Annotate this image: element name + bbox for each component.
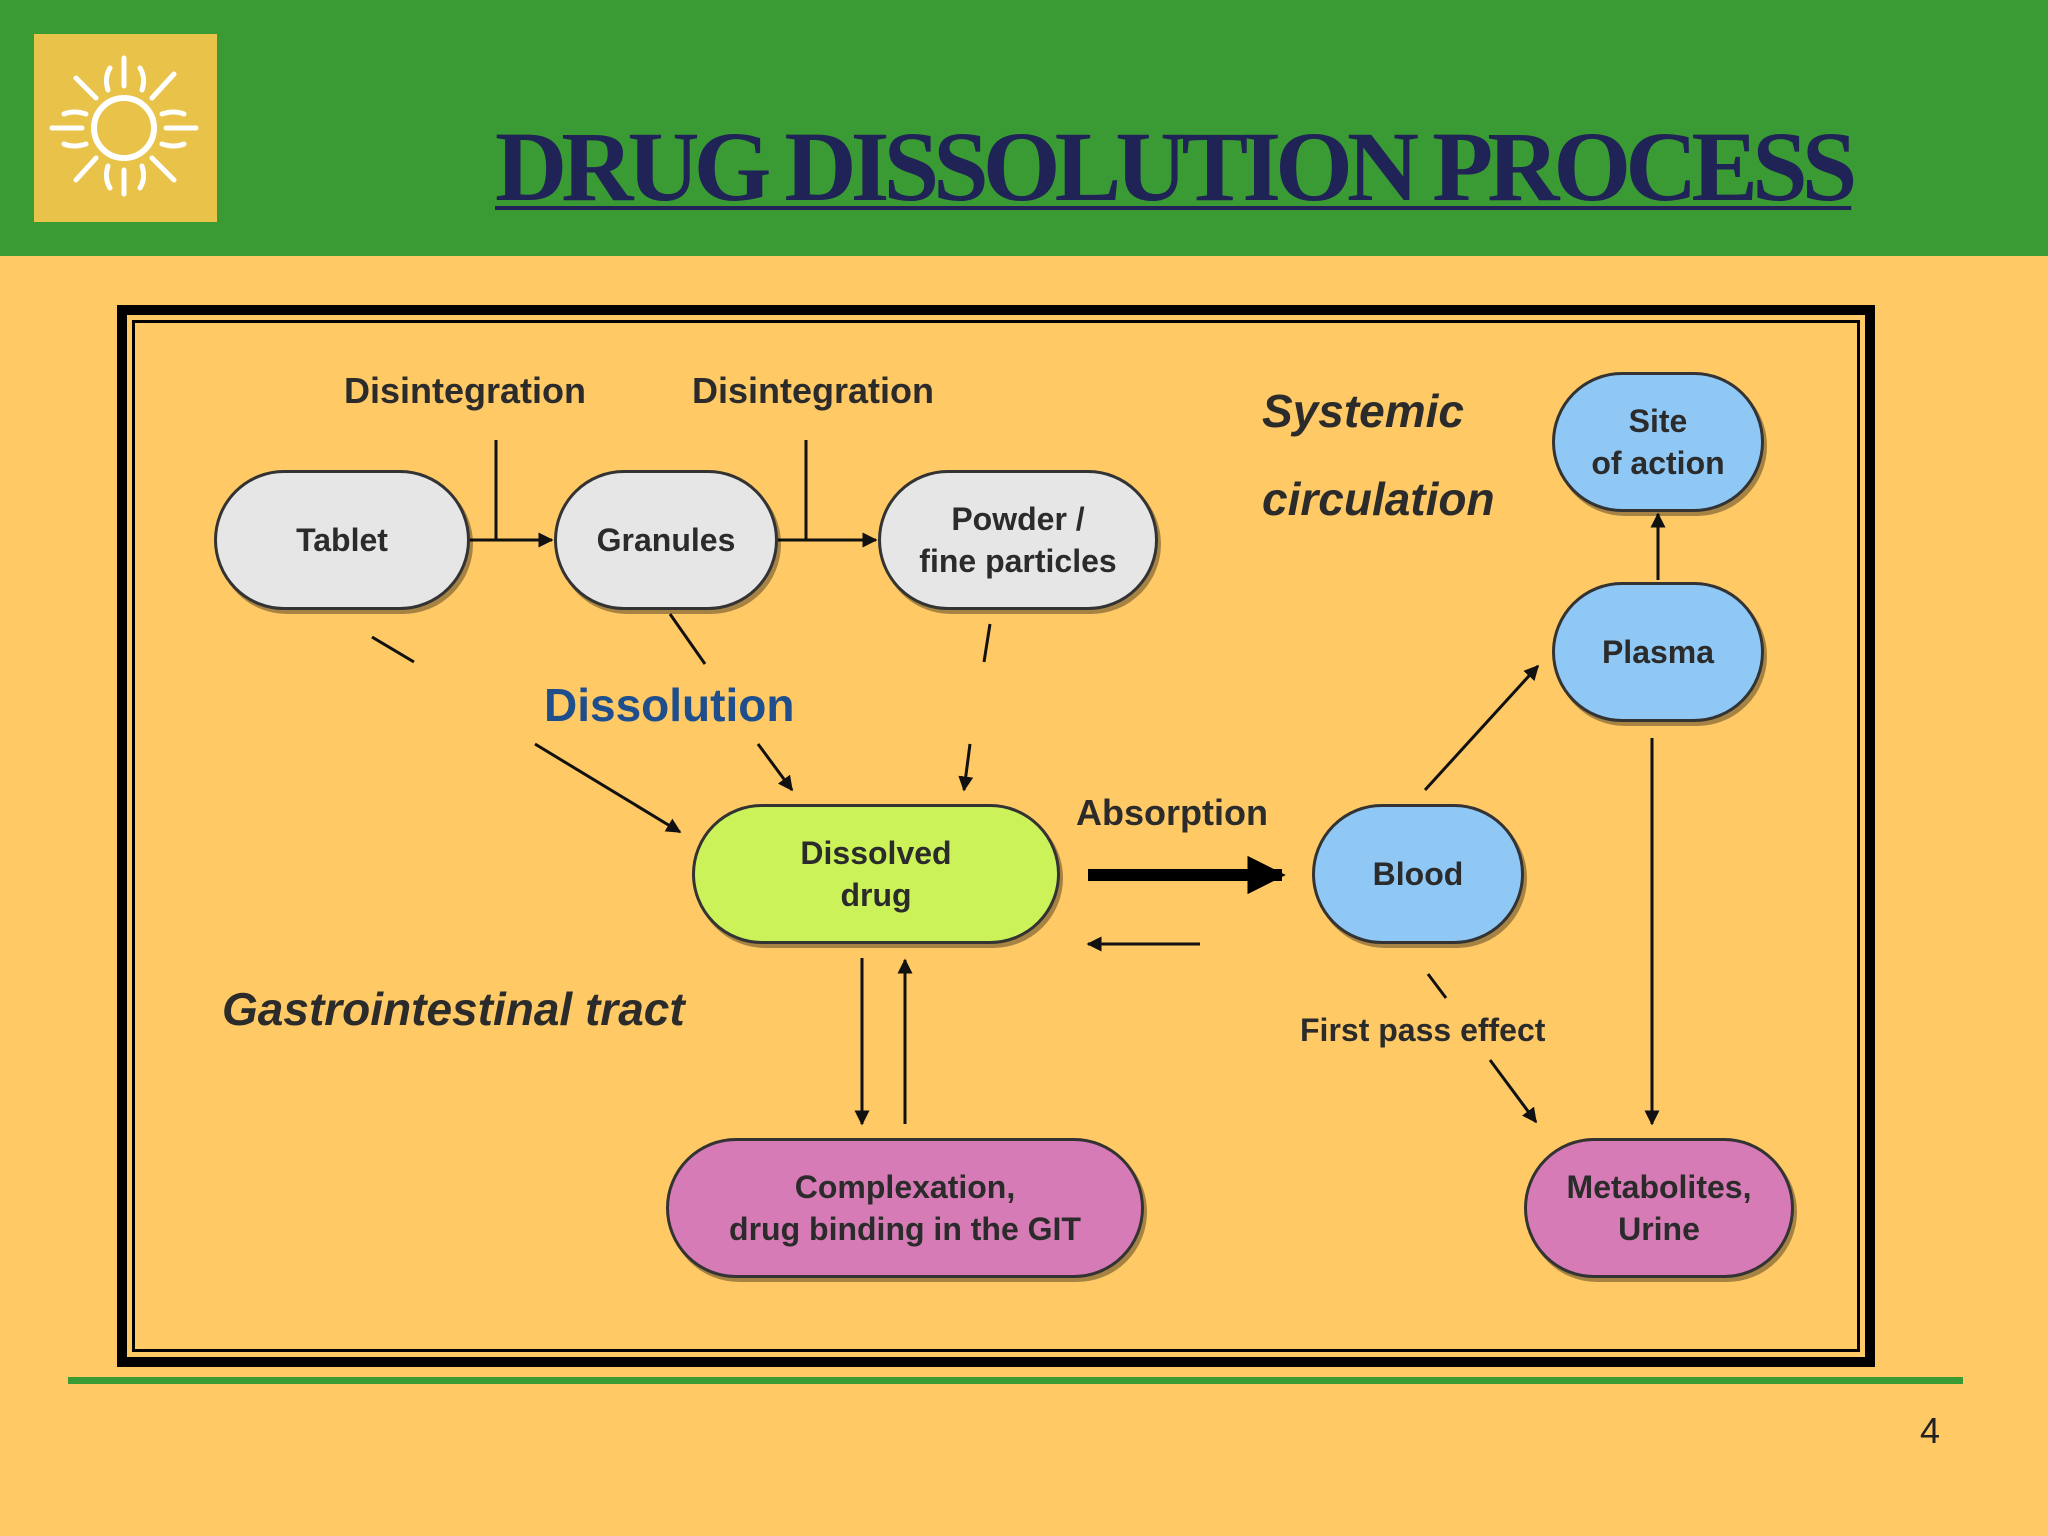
node-dissolved-drug: Dissolved drug bbox=[692, 804, 1060, 944]
region-systemic-line1: Systemic bbox=[1262, 385, 1465, 437]
label-disintegration-2: Disintegration bbox=[692, 370, 935, 411]
node-powder: Powder / fine particles bbox=[878, 470, 1158, 610]
arrow-blood-to-plasma bbox=[1423, 664, 1540, 792]
region-systemic-line2: circulation bbox=[1262, 473, 1495, 525]
dissolution-line-granules-a bbox=[668, 613, 707, 665]
page-title: DRUG DISSOLUTION PROCESS bbox=[495, 111, 1857, 222]
sun-logo bbox=[34, 34, 217, 222]
node-tablet: Tablet bbox=[214, 470, 470, 610]
sun-icon bbox=[49, 55, 199, 197]
dissolution-arrow-powder bbox=[958, 743, 974, 792]
dissolution-line-tablet-a bbox=[371, 635, 415, 664]
node-complexation: Complexation, drug binding in the GIT bbox=[666, 1138, 1144, 1278]
node-plasma: Plasma bbox=[1552, 582, 1764, 722]
first-pass-line-a bbox=[1426, 973, 1448, 999]
page-number: 4 bbox=[1919, 1410, 1940, 1451]
diagram-frame-outer bbox=[117, 305, 1875, 1367]
dissolution-arrow-tablet bbox=[534, 742, 682, 834]
node-granules: Granules bbox=[554, 470, 778, 610]
label-disintegration-1: Disintegration bbox=[344, 370, 587, 411]
label-first-pass-effect: First pass effect bbox=[1300, 1012, 1546, 1048]
footer-rule bbox=[68, 1377, 1963, 1384]
label-absorption: Absorption bbox=[1076, 792, 1268, 833]
node-metabolites: Metabolites, Urine bbox=[1524, 1138, 1794, 1278]
first-pass-arrow bbox=[1488, 1059, 1538, 1124]
dissolution-arrow-granules bbox=[756, 743, 794, 792]
label-dissolution: Dissolution bbox=[544, 679, 795, 731]
slide-header bbox=[0, 0, 2048, 256]
region-gastrointestinal-tract: Gastrointestinal tract bbox=[222, 983, 685, 1035]
diagram-frame-inner bbox=[132, 320, 1860, 1352]
node-blood: Blood bbox=[1312, 804, 1524, 944]
node-site-of-action: Site of action bbox=[1552, 372, 1764, 512]
dissolution-line-powder-a bbox=[982, 623, 992, 663]
